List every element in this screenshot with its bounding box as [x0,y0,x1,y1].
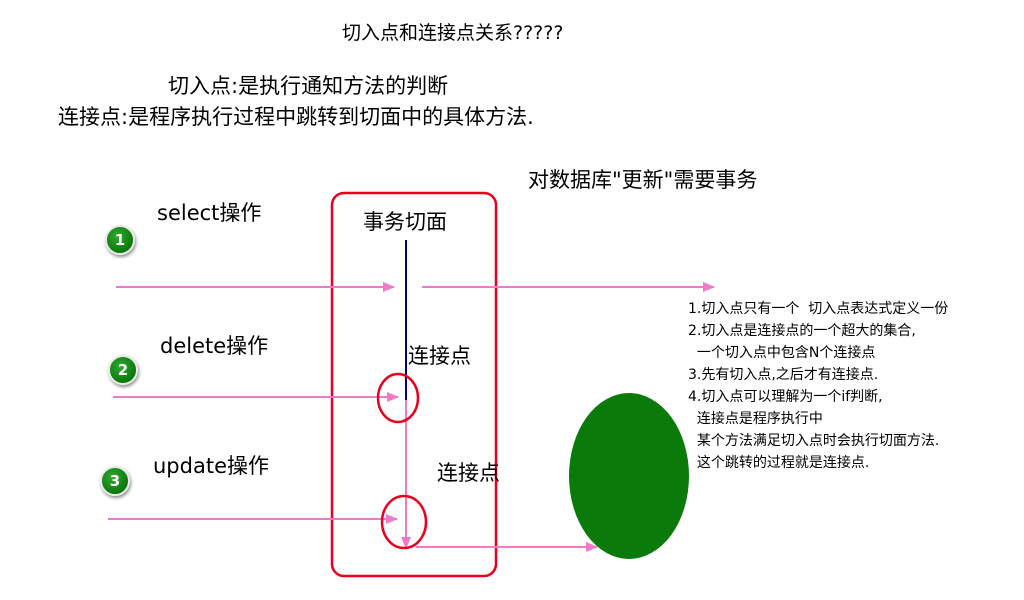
delete-operation-label: delete操作 [160,334,269,358]
note-line: 一个切入点中包含N个连接点 [688,345,876,361]
joinpoint-circle-1 [376,372,420,424]
joinpoint-definition: 连接点:是程序执行过程中跳转到切面中的具体方法. [58,105,534,129]
step-2-badge: 2 [108,355,138,385]
note-line: 2.切入点是连接点的一个超大的集合, [688,323,916,339]
note-line: 3.先有切入点,之后才有连接点. [688,367,879,383]
joinpoint-label-1: 连接点 [408,344,471,368]
note-line: 1.切入点只有一个 切入点表达式定义一份 [688,301,949,317]
note-line: 某个方法满足切入点时会执行切面方法. [688,433,940,449]
joinpoint-label-2: 连接点 [437,461,500,485]
database-target [569,393,689,559]
notes-list: 1.切入点只有一个 切入点表达式定义一份 2.切入点是连接点的一个超大的集合, … [688,298,948,474]
note-line: 连接点是程序执行中 [688,411,823,427]
database-transaction-label: 对数据库"更新"需要事务 [528,168,758,192]
step-1-badge: 1 [105,225,135,255]
diagram-title: 切入点和连接点关系????? [342,22,564,44]
pointcut-definition: 切入点:是执行通知方法的判断 [168,74,449,98]
joinpoint-circle-2 [380,494,428,550]
aspect-box [330,191,498,578]
note-line: 这个跳转的过程就是连接点. [688,455,870,471]
note-line: 4.切入点可以理解为一个if判断, [688,389,883,405]
select-operation-label: select操作 [157,201,262,225]
aspect-label: 事务切面 [363,210,447,234]
step-3-badge: 3 [100,466,130,496]
update-operation-label: update操作 [153,454,269,478]
